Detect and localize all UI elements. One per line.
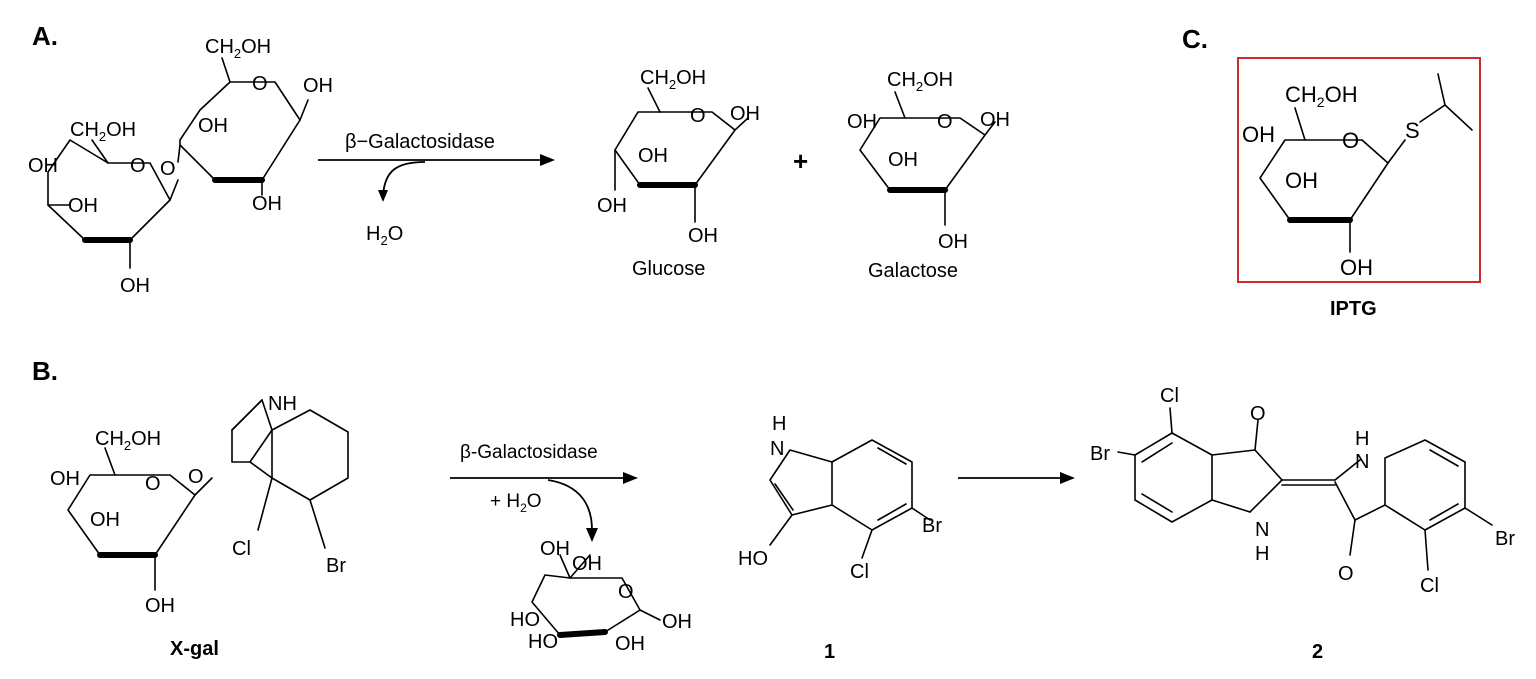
iptg-structure: CH2OH OH O S OH OH IPTG <box>1237 57 1481 320</box>
svg-text:O: O <box>145 473 161 495</box>
svg-text:OH: OH <box>847 111 877 133</box>
water-label-b: + H2O <box>490 491 542 515</box>
svg-text:OH: OH <box>730 103 760 125</box>
svg-text:H: H <box>772 413 786 435</box>
svg-text:Cl: Cl <box>1160 385 1179 407</box>
svg-text:OH: OH <box>145 595 175 617</box>
svg-text:O: O <box>1250 403 1266 425</box>
svg-text:O: O <box>690 105 706 127</box>
svg-text:OH: OH <box>888 149 918 171</box>
svg-text:OH: OH <box>938 231 968 253</box>
svg-text:OH: OH <box>90 509 120 531</box>
svg-text:H: H <box>1355 428 1369 450</box>
lactose-structure: CH2OH O OH OH CH2OH O O OH OH OH OH <box>28 36 333 297</box>
svg-text:CH2OH: CH2OH <box>205 36 271 61</box>
svg-text:OH: OH <box>198 115 228 137</box>
svg-text:OH: OH <box>28 155 58 177</box>
glucose-structure: CH2OH O OH OH OH OH Glucose <box>597 67 760 280</box>
galactose-name: Galactose <box>868 260 958 282</box>
svg-text:OH: OH <box>1285 168 1318 193</box>
svg-text:OH: OH <box>50 468 80 490</box>
svg-text:O: O <box>188 466 204 488</box>
iptg-name: IPTG <box>1330 298 1377 320</box>
svg-text:Br: Br <box>1090 443 1110 465</box>
svg-text:OH: OH <box>120 275 150 297</box>
water-label-a: H2O <box>366 223 403 248</box>
compound-1-structure: H N HO Cl Br 1 <box>738 413 942 663</box>
reaction-arrow-b2 <box>958 472 1075 484</box>
svg-text:CH2OH: CH2OH <box>640 67 706 92</box>
svg-text:OH: OH <box>1340 255 1373 280</box>
svg-text:Br: Br <box>1495 528 1515 550</box>
svg-text:Br: Br <box>326 555 346 577</box>
compound-1-name: 1 <box>824 641 835 663</box>
svg-text:N: N <box>1355 451 1369 473</box>
svg-text:N: N <box>1255 519 1269 541</box>
compound-2-name: 2 <box>1312 641 1323 663</box>
svg-text:O: O <box>1342 128 1359 153</box>
svg-text:CH2OH: CH2OH <box>1285 82 1358 110</box>
svg-text:O: O <box>618 581 634 603</box>
svg-text:O: O <box>1338 563 1354 585</box>
svg-text:Cl: Cl <box>1420 575 1439 597</box>
svg-text:OH: OH <box>638 145 668 167</box>
panel-b-label: B. <box>32 356 58 386</box>
svg-text:CH2OH: CH2OH <box>887 69 953 94</box>
svg-text:S: S <box>1405 118 1420 143</box>
galactose-structure: CH2OH OH O OH OH OH Galactose <box>847 69 1010 282</box>
svg-text:O: O <box>130 155 146 177</box>
svg-text:OH: OH <box>303 75 333 97</box>
svg-text:O: O <box>160 158 176 180</box>
svg-text:OH: OH <box>980 109 1010 131</box>
panel-a-label: A. <box>32 21 58 51</box>
svg-text:O: O <box>937 111 953 133</box>
xgal-name: X-gal <box>170 638 219 660</box>
svg-text:HO: HO <box>738 548 768 570</box>
svg-text:OH: OH <box>1242 122 1275 147</box>
svg-text:Cl: Cl <box>850 561 869 583</box>
svg-text:Br: Br <box>922 515 942 537</box>
svg-text:OH: OH <box>252 193 282 215</box>
svg-text:CH2OH: CH2OH <box>70 119 136 144</box>
svg-text:N: N <box>770 438 784 460</box>
panel-c-label: C. <box>1182 24 1208 54</box>
galactose-byproduct: OH OH O HO HO OH OH <box>510 538 692 655</box>
svg-text:OH: OH <box>662 611 692 633</box>
svg-text:OH: OH <box>68 195 98 217</box>
svg-text:OH: OH <box>688 225 718 247</box>
svg-text:OH: OH <box>540 538 570 560</box>
svg-text:OH: OH <box>572 553 602 575</box>
enzyme-label-a: β−Galactosidase <box>345 131 495 153</box>
compound-2-structure: Cl Br O H N N H O Br Cl 2 <box>1090 385 1515 663</box>
svg-text:OH: OH <box>615 633 645 655</box>
svg-text:HO: HO <box>510 609 540 631</box>
svg-text:CH2OH: CH2OH <box>95 428 161 453</box>
svg-text:Cl: Cl <box>232 538 251 560</box>
iptg-highlight-box <box>1237 57 1481 283</box>
enzyme-label-b: β-Galactosidase <box>460 442 598 463</box>
svg-text:HO: HO <box>528 631 558 653</box>
svg-text:H: H <box>1255 543 1269 565</box>
reaction-arrow-b1: β-Galactosidase + H2O <box>450 442 638 542</box>
svg-text:O: O <box>252 73 268 95</box>
glucose-name: Glucose <box>632 258 705 280</box>
reaction-arrow-a: β−Galactosidase H2O <box>318 131 555 248</box>
plus-sign: + <box>793 146 808 176</box>
svg-text:NH: NH <box>268 393 297 415</box>
svg-text:OH: OH <box>597 195 627 217</box>
xgal-structure: CH2OH OH O O OH OH NH Cl Br X-gal <box>50 393 349 660</box>
